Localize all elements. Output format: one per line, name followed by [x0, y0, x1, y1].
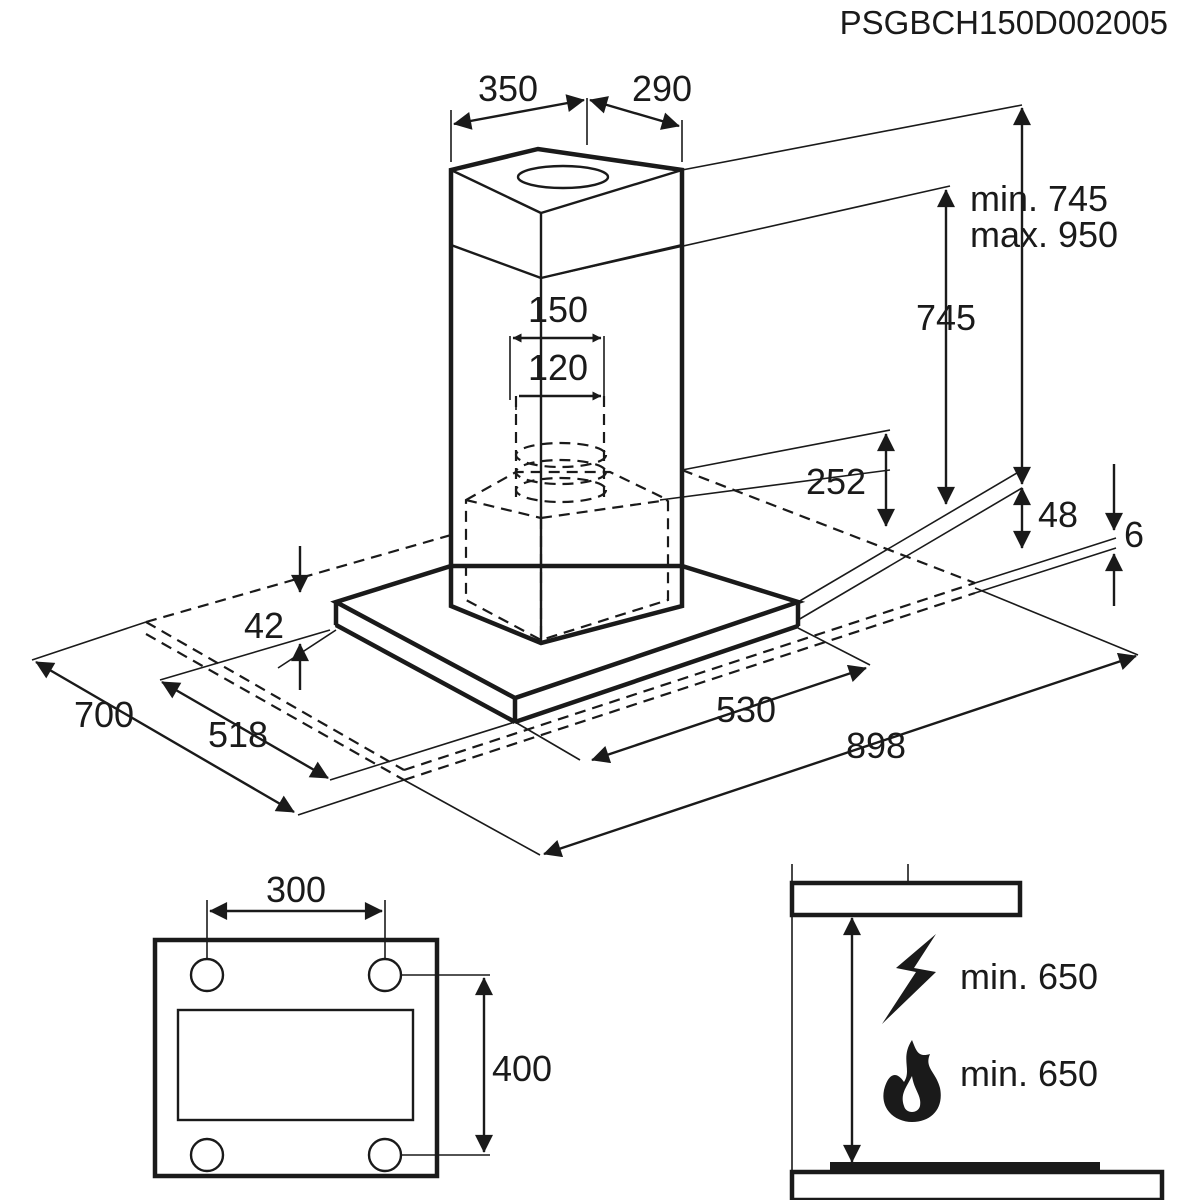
label-height-max: max. 950 [970, 214, 1118, 255]
label-outlet-inner: 120 [528, 347, 588, 388]
hood-outline [789, 880, 1023, 918]
worktop-outline [789, 1169, 1165, 1200]
outlet-pipe-hidden [514, 396, 608, 504]
chimney-outlet-opening [516, 164, 610, 190]
label-front-height: 42 [244, 605, 284, 646]
label-hole-spacing-vertical: 400 [492, 1048, 552, 1089]
label-depth-top: 290 [632, 68, 692, 109]
label-width-outer: 898 [846, 725, 906, 766]
label-glass-thickness: 6 [1124, 514, 1144, 555]
label-height-fixed: 745 [916, 297, 976, 338]
mounting-plate-window [176, 1008, 415, 1122]
label-outlet-outer: 150 [528, 289, 588, 330]
label-min-gas: min. 650 [960, 1053, 1098, 1094]
clearance-view: min. 650 min. 650 [789, 864, 1165, 1200]
label-height-min: min. 745 [970, 178, 1108, 219]
document-code: PSGBCH150D002005 [840, 4, 1168, 41]
mounting-hole [189, 957, 225, 993]
label-width-inner: 530 [716, 689, 776, 730]
flame-icon [883, 1040, 941, 1122]
main-view: 350 290 150 120 min. 745 max. 950 745 25… [31, 68, 1144, 858]
label-width-top: 350 [478, 68, 538, 109]
lightning-bolt-icon [882, 934, 936, 1024]
mounting-plate [152, 937, 440, 1179]
mounting-view: 300 400 [152, 869, 552, 1179]
label-canopy-height: 48 [1038, 494, 1078, 535]
label-depth-outer: 700 [74, 694, 134, 735]
mounting-hole [189, 1137, 225, 1173]
label-min-electric: min. 650 [960, 956, 1098, 997]
label-hole-spacing-horizontal: 300 [266, 869, 326, 910]
label-depth-inner: 518 [208, 714, 268, 755]
mounting-hole [367, 957, 403, 993]
mounting-hole [367, 1137, 403, 1173]
label-height-motor: 252 [806, 461, 866, 502]
hob-surface [830, 1162, 1100, 1172]
motor-housing-hidden [464, 470, 670, 642]
glass-plate [145, 468, 1117, 782]
dimension-lines [35, 94, 1137, 858]
